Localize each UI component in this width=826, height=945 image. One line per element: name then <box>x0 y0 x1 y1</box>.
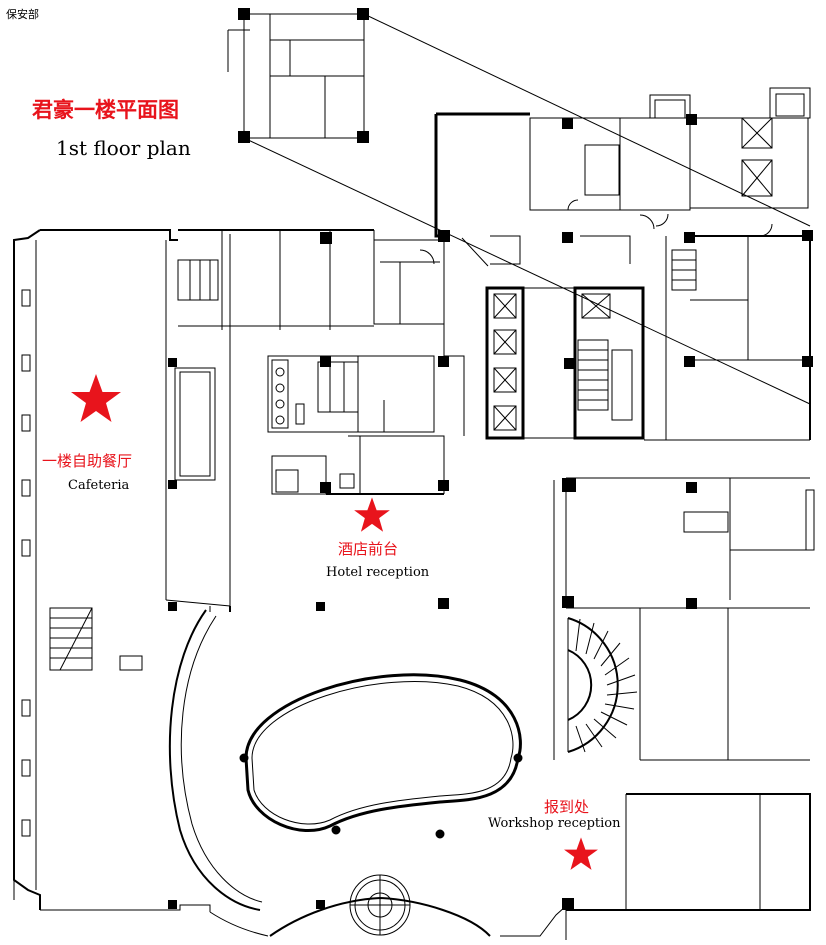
plan-title-cn: 君豪一楼平面图 <box>32 98 179 122</box>
workshop-reception-label-en: Workshop reception <box>488 816 621 831</box>
hotel-reception-label-cn: 酒店前台 <box>338 540 399 558</box>
cafeteria-label-en: Cafeteria <box>68 478 130 493</box>
plan-title-en: 1st floor plan <box>56 136 191 160</box>
hotel-reception-label-en: Hotel reception <box>326 565 430 580</box>
star-icon <box>564 837 598 870</box>
star-icon <box>71 374 121 422</box>
workshop-reception-label-cn: 报到处 <box>544 798 590 816</box>
corner-label: 保安部 <box>6 8 39 21</box>
star-icon <box>354 497 390 532</box>
cafeteria-label-cn: 一楼自助餐厅 <box>42 452 133 470</box>
